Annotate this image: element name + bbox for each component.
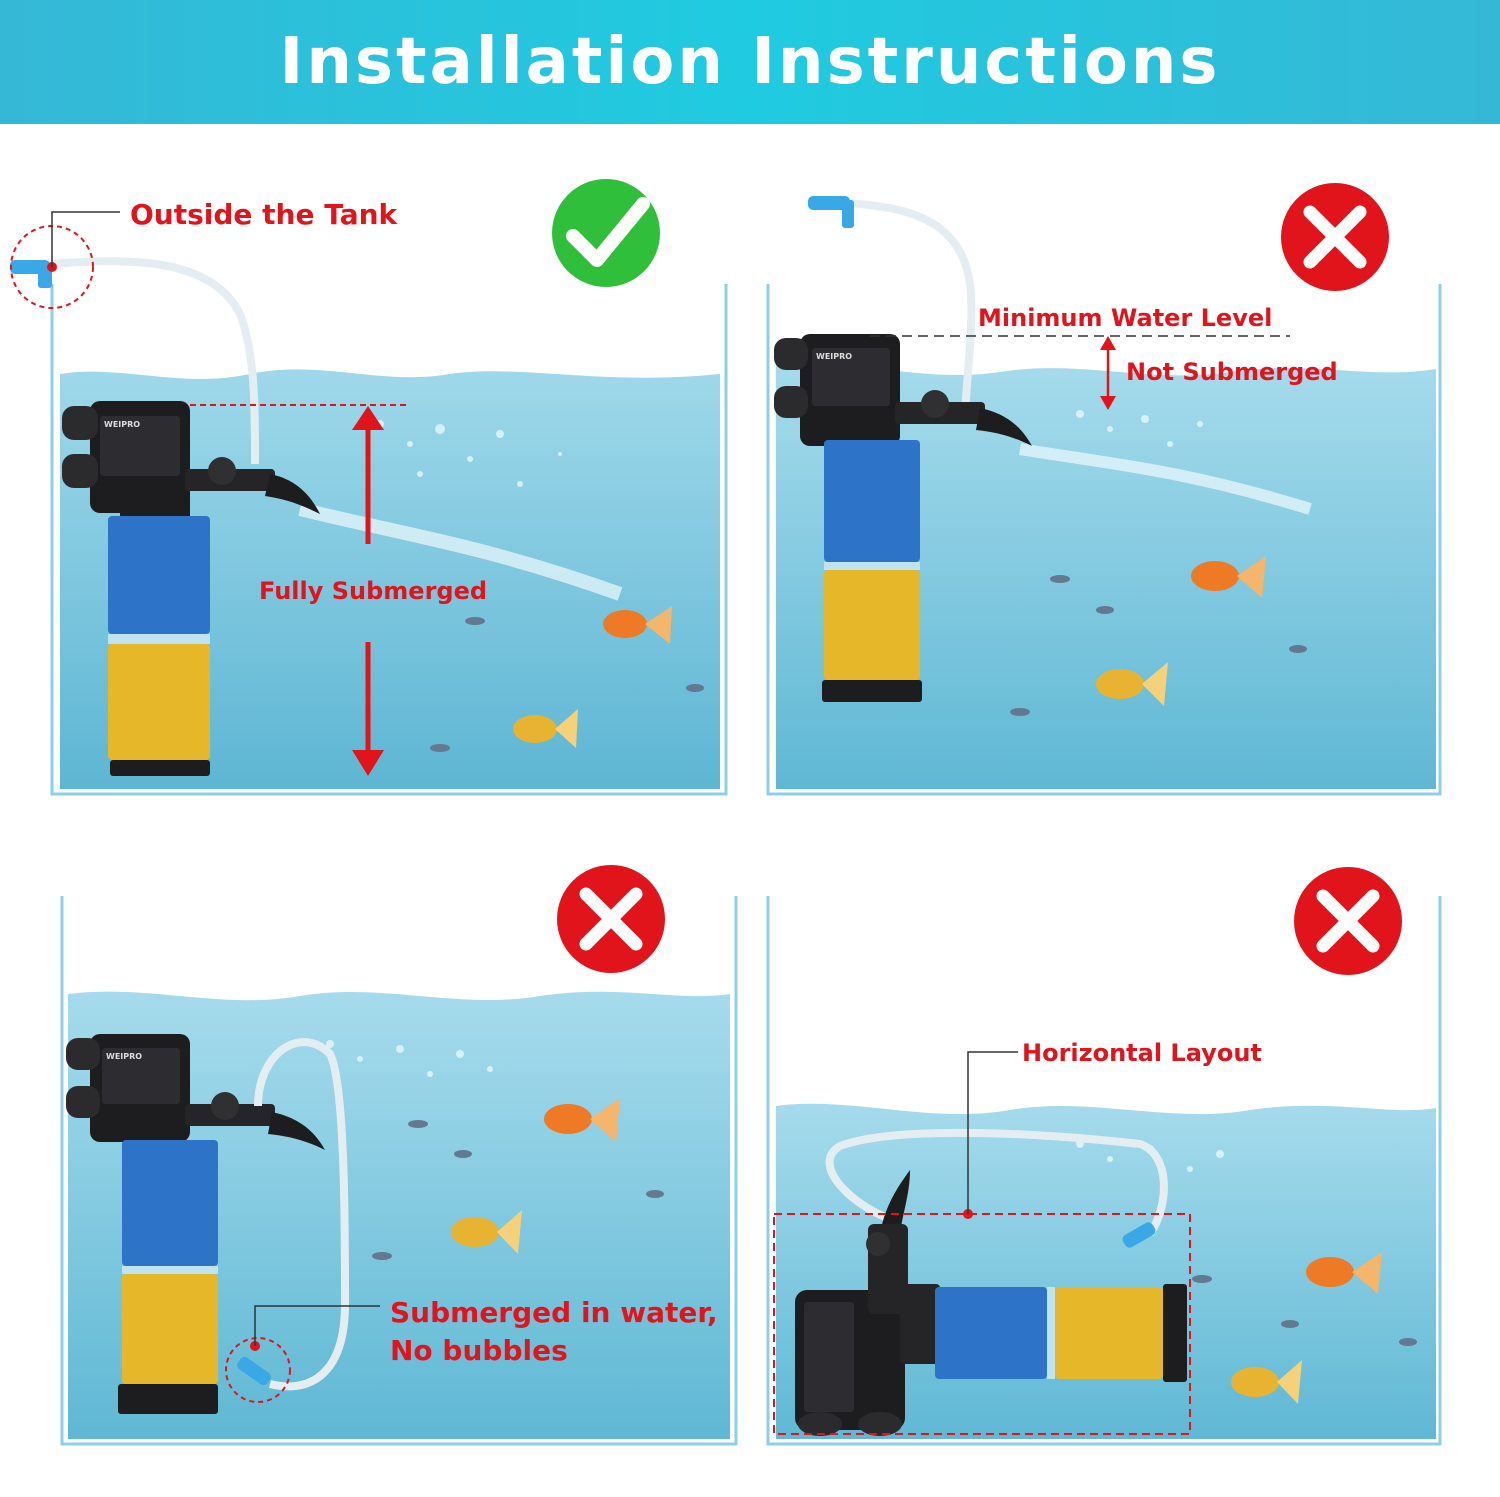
label-outside-tank: Outside the Tank — [130, 198, 398, 231]
panel-no-bubbles: WEIPRO Submerged in water, No bubbles — [0, 824, 750, 1497]
small-fish — [372, 1120, 664, 1260]
goldfish — [1096, 556, 1266, 706]
page-title: Installation Instructions — [279, 25, 1221, 99]
panel-horizontal-layout-illustration — [766, 896, 1442, 1446]
goldfish — [1231, 1252, 1382, 1404]
brand-label: WEIPRO — [104, 420, 140, 429]
header-banner: Installation Instructions — [0, 0, 1500, 124]
cross-icon — [1281, 183, 1389, 291]
small-fish — [1010, 575, 1307, 716]
bubbles — [376, 420, 562, 487]
label-submerged-no-bubbles: Submerged in water, No bubbles — [390, 1294, 718, 1370]
label-submerged-line1: Submerged in water, — [390, 1296, 718, 1329]
label-fully-submerged: Fully Submerged — [259, 577, 488, 605]
brand-label: WEIPRO — [816, 352, 852, 361]
panel-outside-tank: WEIPRO Outside the Tank Fully Su — [0, 124, 750, 824]
panel-not-submerged-illustration: WEIPRO — [766, 196, 1442, 796]
label-minimum-water-level: Minimum Water Level — [978, 304, 1273, 332]
panel-outside-tank-illustration: WEIPRO — [10, 211, 728, 796]
small-fish — [1192, 1275, 1417, 1346]
bubbles — [1076, 410, 1203, 447]
panel-no-bubbles-illustration: WEIPRO — [60, 896, 738, 1446]
panel-not-submerged: WEIPRO Minimum Water Level Not Submerged — [750, 124, 1500, 824]
label-not-submerged: Not Submerged — [1126, 358, 1338, 386]
goldfish — [451, 1098, 620, 1254]
small-fish — [430, 617, 704, 752]
label-submerged-line2: No bubbles — [390, 1334, 568, 1367]
cross-icon — [557, 865, 665, 973]
check-icon — [552, 179, 660, 287]
label-horizontal-layout: Horizontal Layout — [1022, 1039, 1262, 1067]
bubbles — [326, 1040, 493, 1077]
panel-horizontal-layout: Horizontal Layout — [750, 824, 1500, 1497]
brand-label: WEIPRO — [106, 1052, 142, 1061]
cross-icon — [1294, 867, 1402, 975]
goldfish — [513, 606, 672, 748]
